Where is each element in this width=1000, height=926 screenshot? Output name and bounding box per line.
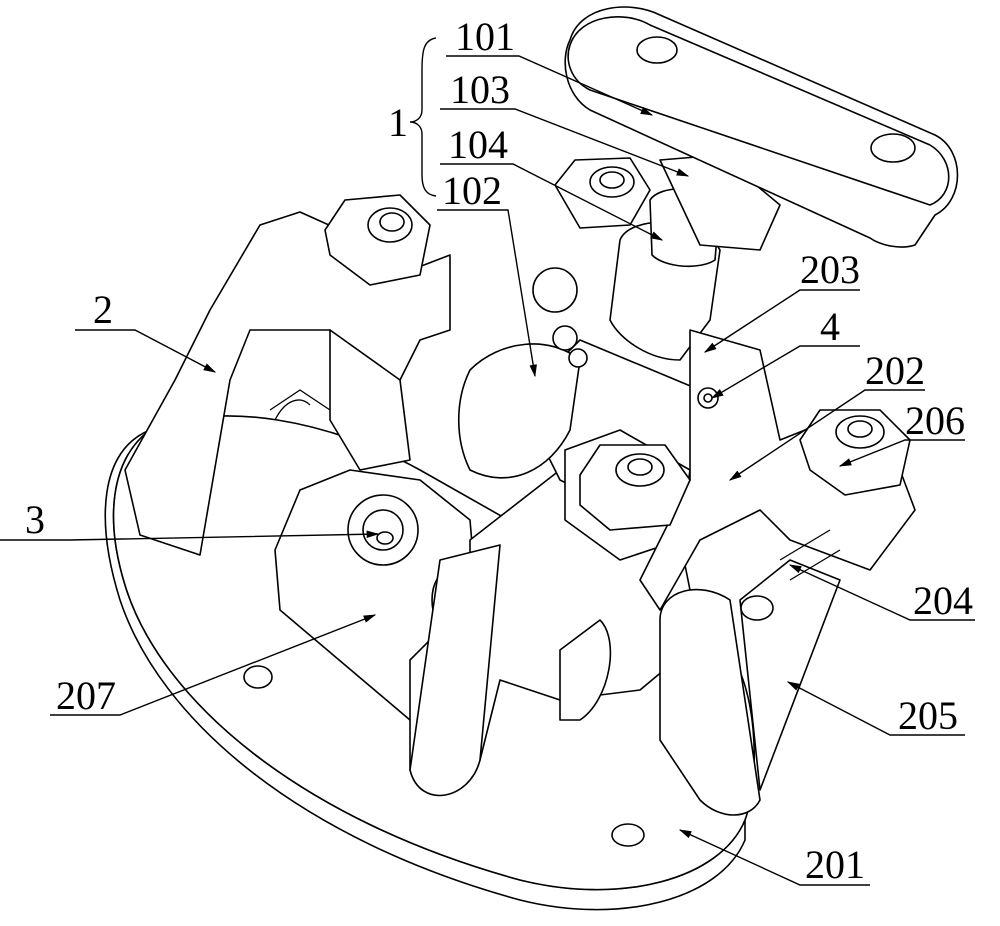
label-4-callout: 4 — [710, 304, 860, 399]
hex-nut-center — [579, 444, 691, 531]
label-2: 2 — [93, 287, 113, 332]
label-204-callout: 204 — [788, 564, 975, 623]
label-102: 102 — [442, 168, 502, 213]
label-201-callout: 201 — [678, 829, 870, 887]
label-202: 202 — [865, 348, 925, 393]
label-3: 3 — [25, 497, 45, 542]
label-102-callout: 102 — [437, 168, 537, 378]
label-101-callout: 101 — [446, 14, 654, 116]
label-204: 204 — [913, 578, 973, 623]
roller-102 — [458, 267, 588, 479]
label-104: 104 — [448, 122, 508, 167]
label-206-callout: 206 — [838, 398, 965, 467]
hex-nut-right — [799, 409, 911, 496]
label-206: 206 — [905, 398, 965, 443]
hex-nut-left — [324, 194, 431, 286]
label-2-callout: 2 — [75, 287, 217, 373]
label-103-callout: 103 — [440, 67, 690, 177]
label-103: 103 — [450, 67, 510, 112]
top-plate — [564, 6, 959, 248]
label-1: 1 — [388, 100, 408, 145]
label-3-callout: 3 — [0, 497, 380, 542]
label-201: 201 — [805, 842, 865, 887]
label-207-callout: 207 — [50, 614, 377, 718]
label-203-callout: 203 — [703, 247, 860, 353]
label-203: 203 — [800, 247, 860, 292]
group-brace — [409, 37, 437, 197]
pin-4 — [697, 387, 719, 409]
label-4: 4 — [820, 304, 840, 349]
label-205: 205 — [898, 693, 958, 738]
label-205-callout: 205 — [786, 681, 965, 738]
label-104-callout: 104 — [440, 122, 664, 241]
hex-nut-top — [554, 157, 651, 229]
label-101: 101 — [455, 14, 515, 59]
label-202-callout: 202 — [728, 348, 925, 481]
label-207: 207 — [56, 673, 116, 718]
